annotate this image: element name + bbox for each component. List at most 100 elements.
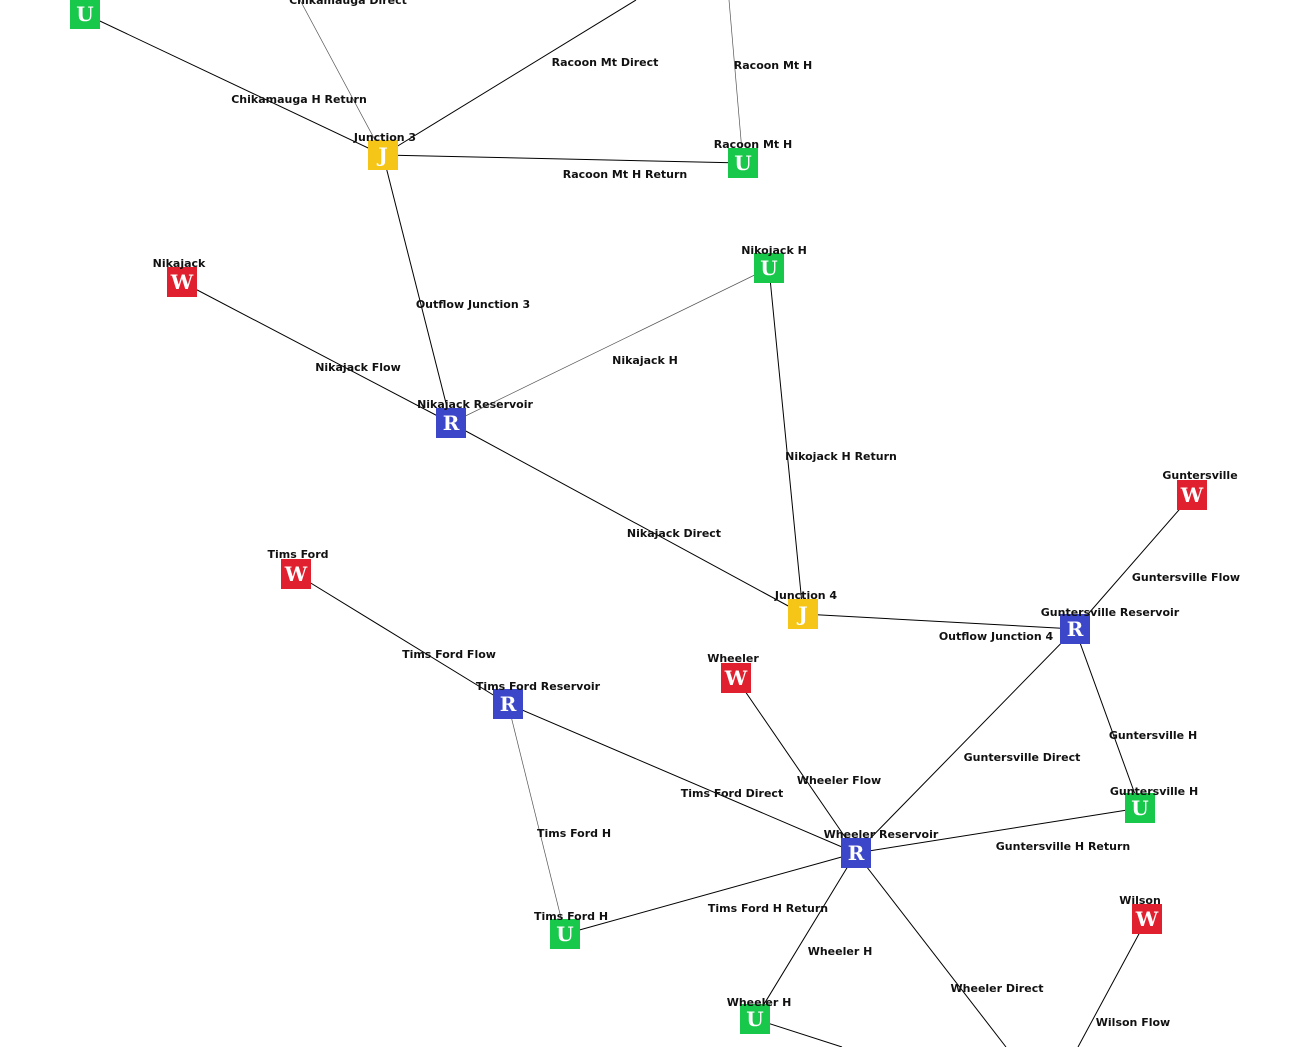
- node-glyph: J: [376, 143, 387, 167]
- node-box-tims-ford: [281, 559, 311, 589]
- edge-racoon-mt-direct: [382, 0, 637, 156]
- node-glyph: R: [443, 411, 460, 435]
- edge-guntersville-h-return: [855, 807, 1141, 854]
- edge-wilson-flow: [1077, 918, 1148, 1047]
- edge-label-wheeler-h: Wheeler H: [808, 945, 873, 958]
- edge-wheeler-flow: [735, 677, 857, 854]
- edge-guntersville-h: [1074, 628, 1141, 809]
- node-box-nikajack: [167, 267, 197, 297]
- node-label-nikojack-h: Nikojack H: [741, 244, 807, 257]
- node-box-wheeler-h: [740, 1004, 770, 1034]
- node-glyph: W: [1135, 907, 1159, 931]
- edge-tims-ford-direct: [507, 703, 857, 854]
- node-glyph: W: [284, 562, 308, 586]
- node-label-guntersville-h: Guntersville H: [1110, 785, 1198, 798]
- node-box-guntersville: [1177, 480, 1207, 510]
- node-box-junction-3: [368, 140, 398, 170]
- edge-label-outflow-junction-3: Outflow Junction 3: [416, 298, 530, 311]
- edges-layer: [84, 0, 1193, 1047]
- node-glyph: J: [796, 602, 807, 626]
- edge-label-nikajack-h: Nikajack H: [612, 354, 678, 367]
- edge-label-tims-ford-h: Tims Ford H: [537, 827, 611, 840]
- edge-label-guntersville-direct: Guntersville Direct: [964, 751, 1081, 764]
- node-glyph: U: [734, 151, 751, 175]
- node-top-left-u[interactable]: U: [70, 0, 100, 29]
- edge-label-racoon-mt-h: Racoon Mt H: [734, 59, 812, 72]
- node-label-wheeler: Wheeler: [707, 652, 759, 665]
- edge-tims-ford-flow: [295, 573, 509, 705]
- edge-label-guntersville-h-return: Guntersville H Return: [996, 840, 1130, 853]
- edge-racoon-mt-h-return: [382, 154, 744, 164]
- node-box-guntersville-h: [1125, 793, 1155, 823]
- node-label-wheeler-h: Wheeler H: [727, 996, 792, 1009]
- edge-label-wilson-flow: Wilson Flow: [1096, 1016, 1170, 1029]
- node-box-tims-ford-reservoir: [493, 689, 523, 719]
- edge-chikamauga-h-return: [84, 13, 384, 156]
- node-label-junction-3: Junction 3: [353, 131, 416, 144]
- edge-label-nikajack-flow: Nikajack Flow: [315, 361, 401, 374]
- node-label-tims-ford: Tims Ford: [267, 548, 328, 561]
- edge-guntersville-direct: [855, 628, 1076, 854]
- edge-wheeler-direct: [855, 852, 1007, 1047]
- edge-outflow-junction-4: [802, 613, 1076, 630]
- edge-label-wheeler-direct: Wheeler Direct: [951, 982, 1044, 995]
- edge-tims-ford-h-return: [564, 852, 857, 935]
- node-box-junction-4: [788, 599, 818, 629]
- edge-nikojack-h-return: [768, 267, 804, 615]
- node-box-wilson: [1132, 904, 1162, 934]
- edge-wheeler-h: [754, 852, 857, 1020]
- node-box-nikojack-h: [754, 253, 784, 283]
- node-glyph: W: [170, 270, 194, 294]
- node-glyph: W: [724, 666, 748, 690]
- edge-label-nikajack-direct: Nikajack Direct: [627, 527, 721, 540]
- edge-label-tims-ford-h-return: Tims Ford H Return: [708, 902, 828, 915]
- node-glyph: R: [500, 692, 517, 716]
- edge-nikajack-direct: [450, 422, 804, 615]
- node-box-guntersville-reservoir: [1060, 614, 1090, 644]
- node-glyph: U: [556, 922, 573, 946]
- node-glyph: R: [1067, 617, 1084, 641]
- node-label-wilson: Wilson: [1119, 894, 1161, 907]
- node-box-racoon-mt-h: [728, 148, 758, 178]
- node-glyph: W: [1180, 483, 1204, 507]
- edge-label-racoon-mt-direct: Racoon Mt Direct: [552, 56, 659, 69]
- node-box-wheeler: [721, 663, 751, 693]
- edge-chikamauga-direct: [299, 0, 384, 156]
- edge-outflow-junction-3: [382, 154, 452, 424]
- node-glyph: U: [760, 256, 777, 280]
- node-label-racoon-mt-h: Racoon Mt H: [714, 138, 792, 151]
- node-glyph: U: [1131, 796, 1148, 820]
- node-label-nikajack: Nikajack: [153, 257, 206, 270]
- edge-label-nikojack-h-return: Nikojack H Return: [785, 450, 897, 463]
- node-glyph: R: [848, 841, 865, 865]
- edge-nikajack-h: [450, 267, 770, 424]
- node-label-nikajack-reservoir: Nikajack Reservoir: [417, 398, 533, 411]
- node-label-tims-ford-reservoir: Tims Ford Reservoir: [476, 680, 601, 693]
- node-label-guntersville-reservoir: Guntersville Reservoir: [1041, 606, 1180, 619]
- edge-label-racoon-mt-h-return: Racoon Mt H Return: [563, 168, 688, 181]
- node-label-junction-4: Junction 4: [774, 589, 838, 602]
- node-label-guntersville: Guntersville: [1162, 469, 1237, 482]
- edge-tims-ford-h: [507, 703, 566, 935]
- node-glyph: U: [746, 1007, 763, 1031]
- edge-label-wheeler-flow: Wheeler Flow: [797, 774, 881, 787]
- edge-label-tims-ford-flow: Tims Ford Flow: [402, 648, 496, 661]
